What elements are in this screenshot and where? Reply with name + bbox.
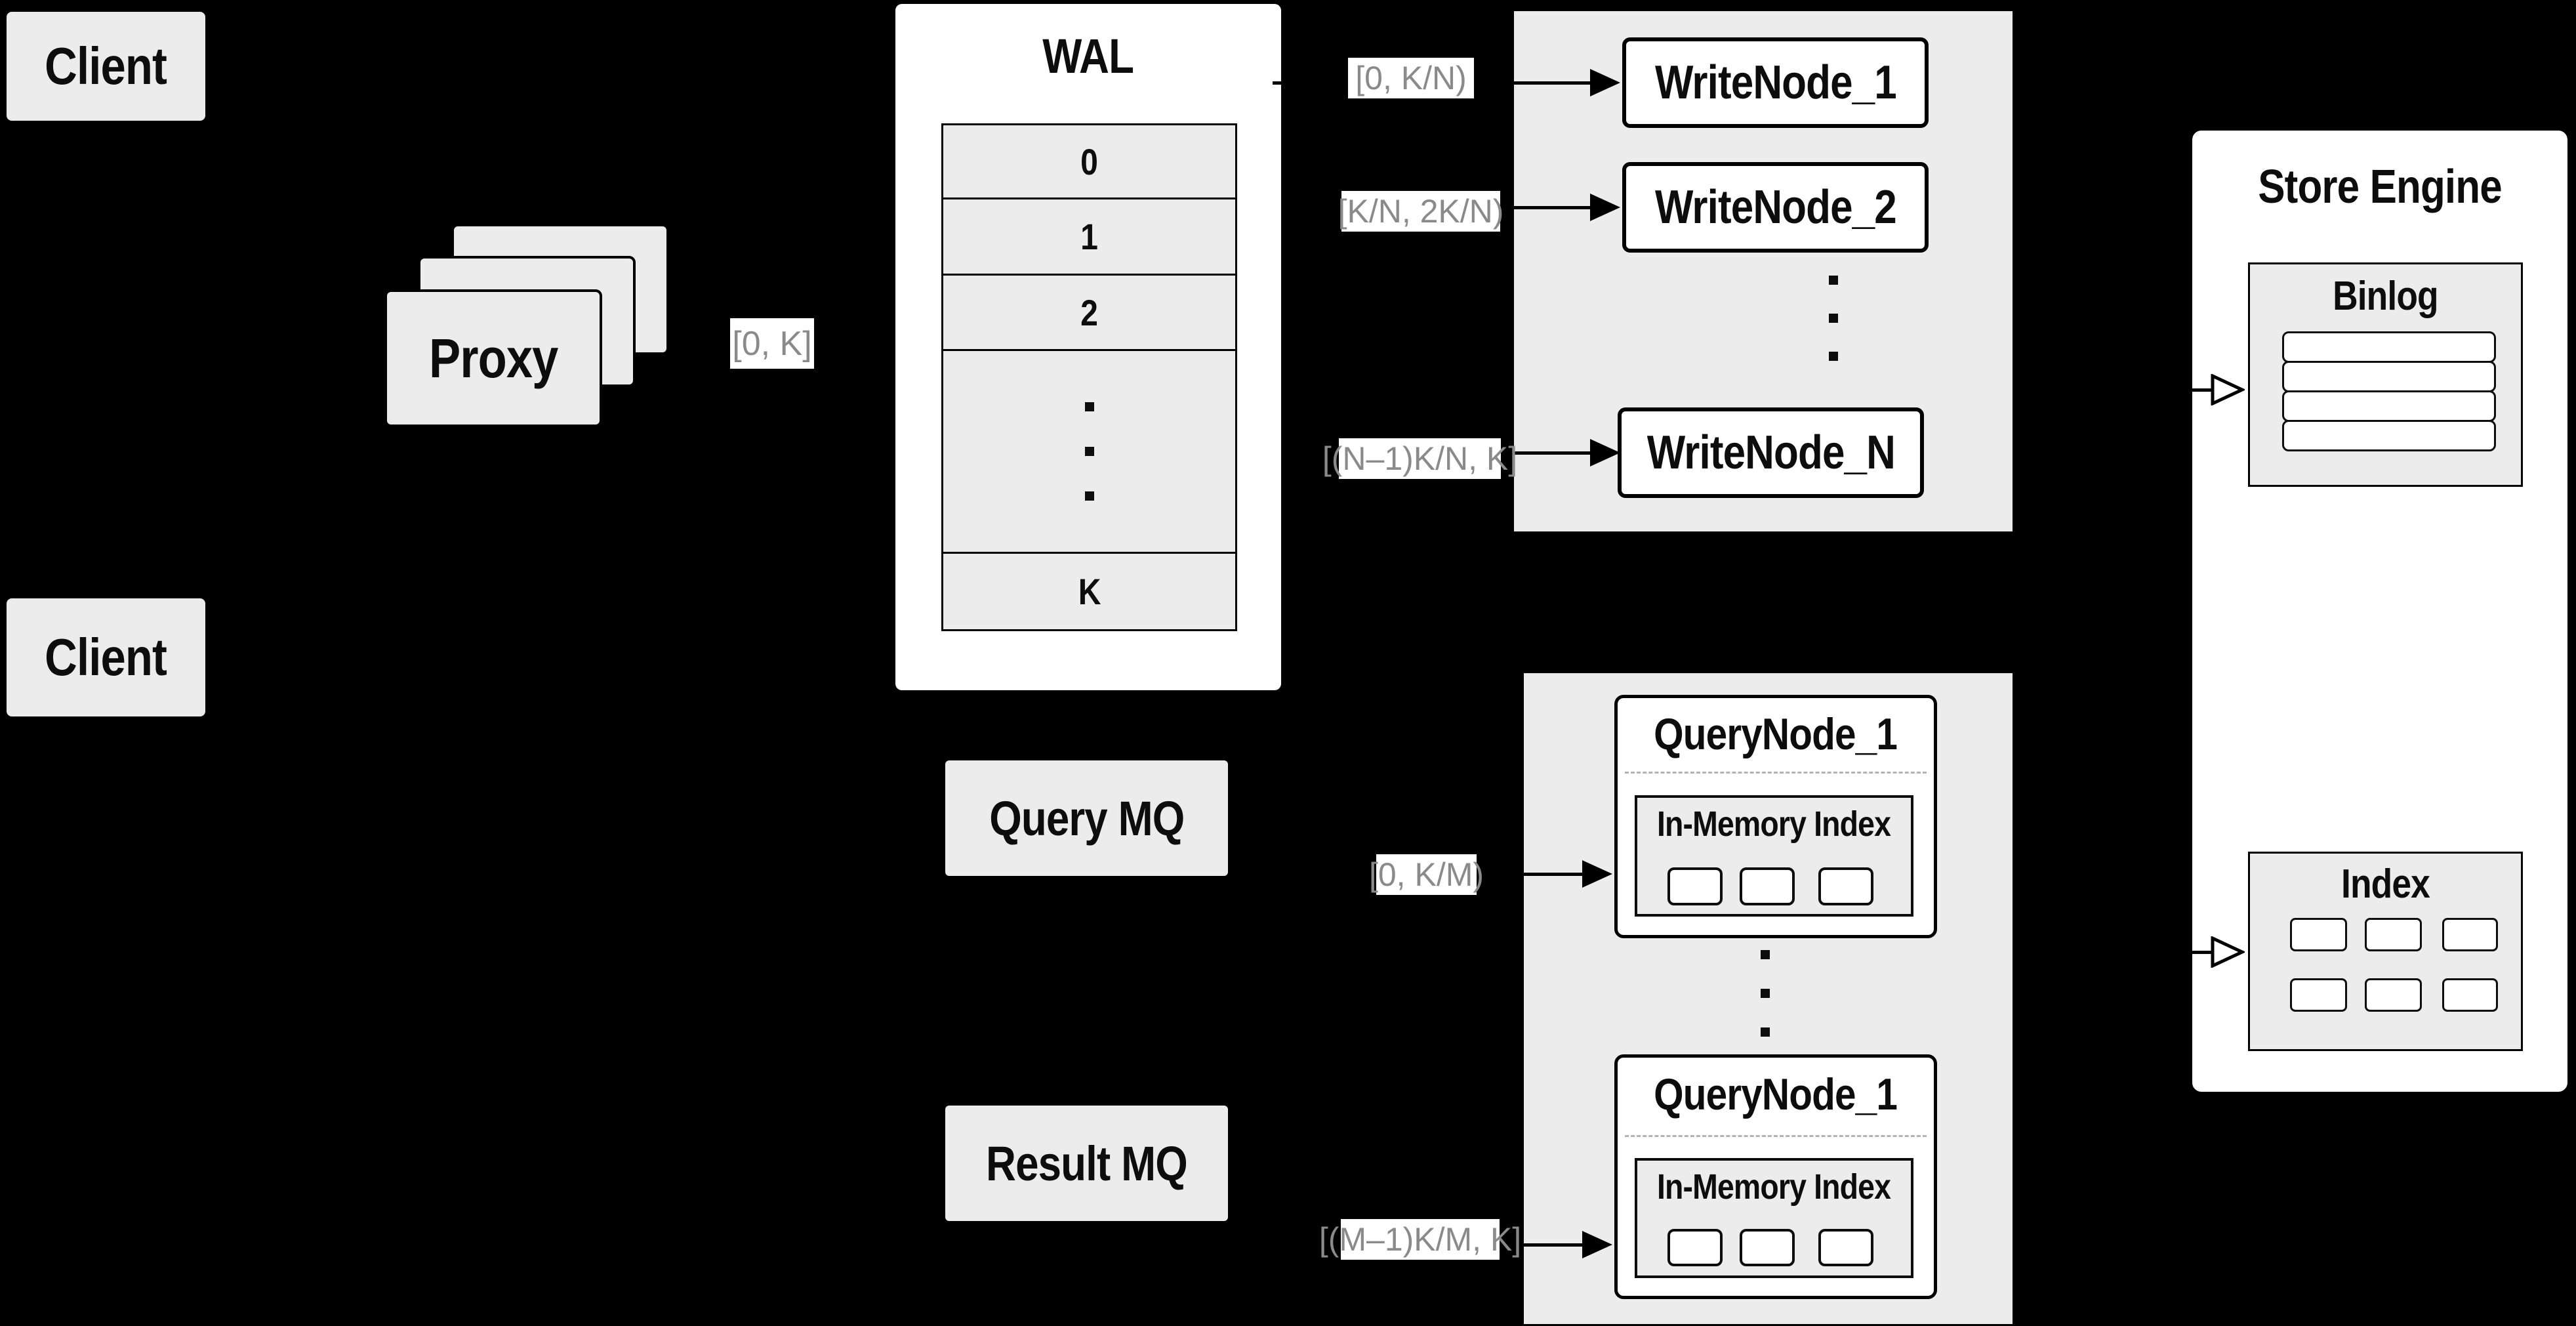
arrow-head-to-write-node-n [1590,439,1620,466]
wal-segment-0: 0 [1080,140,1099,182]
binlog-rows [2282,331,2496,451]
range-label-write-node-2: [K/N, 2K/N) [1338,191,1503,232]
segment-cell [1818,1229,1873,1266]
arrow-head-to-write-node-1 [1590,69,1620,96]
wal-segment-1: 1 [1080,216,1099,257]
binlog-title-wrap: Binlog [2250,264,2521,327]
result-mq-label: Result MQ [986,1136,1188,1191]
write-node-2-label: WriteNode_2 [1654,181,1897,234]
segment-cell [1667,1229,1723,1266]
arrow-head-to-write-node-2 [1590,194,1620,221]
binlog-row [2282,420,2496,451]
query-node-bottom-title-wrap: QueryNode_1 [1618,1058,1934,1131]
wal-segment-row: 2 [943,276,1235,351]
vertical-dots [1084,402,1094,501]
client-box-top: Client [7,12,205,121]
write-node-n: WriteNode_N [1618,407,1924,498]
result-mq-box: Result MQ [945,1106,1228,1221]
client-top-label: Client [45,37,168,95]
in-memory-index-bottom-title-wrap: In-Memory Index [1637,1161,1911,1213]
wal-segment-row: K [943,554,1235,629]
vertical-dots [1755,950,1775,1037]
arrow-head-to-query-node-bottom [1582,1231,1612,1258]
query-node-top-title: QueryNode_1 [1654,709,1898,759]
in-memory-index-top-title: In-Memory Index [1657,804,1891,844]
query-mq-box: Query MQ [945,760,1228,876]
client-box-bottom: Client [7,598,205,716]
index-cell [2290,918,2347,951]
in-memory-index-bottom: In-Memory Index [1635,1158,1913,1278]
store-engine-title: Store Engine [2258,161,2502,213]
arrow-line-to-index [2099,951,2215,954]
index-cell [2290,978,2347,1012]
write-node-1-label: WriteNode_1 [1654,56,1897,109]
write-node-2: WriteNode_2 [1622,162,1929,253]
proxy-box-front: Proxy [384,289,602,427]
query-mq-label: Query MQ [989,791,1185,846]
in-memory-index-top-title-wrap: In-Memory Index [1637,798,1911,850]
arrow-head-to-query-node-top [1582,860,1612,888]
index-box: Index [2248,852,2523,1051]
in-memory-index-bottom-title: In-Memory Index [1657,1167,1891,1207]
store-engine-title-wrap: Store Engine [2190,157,2570,217]
query-node-bottom-divider [1625,1135,1927,1137]
index-cell [2442,918,2498,951]
range-label-query-node-top: [0, K/M) [1369,854,1484,895]
index-cell [2442,978,2498,1012]
arrow-line-to-query-node-bottom [1482,1243,1582,1247]
proxy-label: Proxy [428,327,558,389]
wal-title: WAL [1042,28,1135,83]
segment-cell [1740,867,1795,905]
arrow-head-hollow-index [2211,936,2245,968]
wal-segment-table: 0 1 2 K [941,123,1237,631]
range-label-query-node-bottom: [(M–1)K/M, K] [1319,1219,1521,1260]
wal-segment-row-ellipsis [943,351,1235,554]
query-node-bottom-title: QueryNode_1 [1654,1069,1898,1119]
wal-segment-2: 2 [1080,291,1099,333]
binlog-title: Binlog [2333,273,2439,319]
index-cell [2365,918,2422,951]
write-node-1: WriteNode_1 [1622,37,1929,128]
index-title-wrap: Index [2250,854,2521,914]
wal-segment-row: 1 [943,199,1235,276]
binlog-row [2282,331,2496,363]
binlog-row [2282,390,2496,422]
client-bottom-label: Client [45,628,168,686]
segment-cell [1740,1229,1795,1266]
in-memory-index-top: In-Memory Index [1635,795,1913,917]
query-node-top-title-wrap: QueryNode_1 [1618,698,1934,770]
vertical-dots [1824,276,1843,361]
range-label-write-node-1: [0, K/N) [1348,58,1474,98]
segment-cell [1667,867,1723,905]
range-label-write-node-n: [(N–1)K/N, K] [1322,438,1517,479]
arrow-line-to-query-node-top [1482,873,1582,876]
wal-title-wrap: WAL [895,26,1281,85]
index-title: Index [2341,861,2430,907]
index-cell [2365,978,2422,1012]
wal-segment-k: K [1078,571,1101,612]
write-node-n-label: WriteNode_N [1646,426,1895,479]
wal-segment-row: 0 [943,125,1235,199]
segment-cell [1818,867,1873,905]
arrow-line-to-binlog [2099,388,2215,392]
query-node-top-divider [1625,772,1927,774]
arrow-head-hollow-binlog [2211,374,2245,405]
binlog-row [2282,361,2496,392]
range-label-proxy-to-wal: [0, K] [730,318,814,369]
binlog-box: Binlog [2248,262,2523,487]
